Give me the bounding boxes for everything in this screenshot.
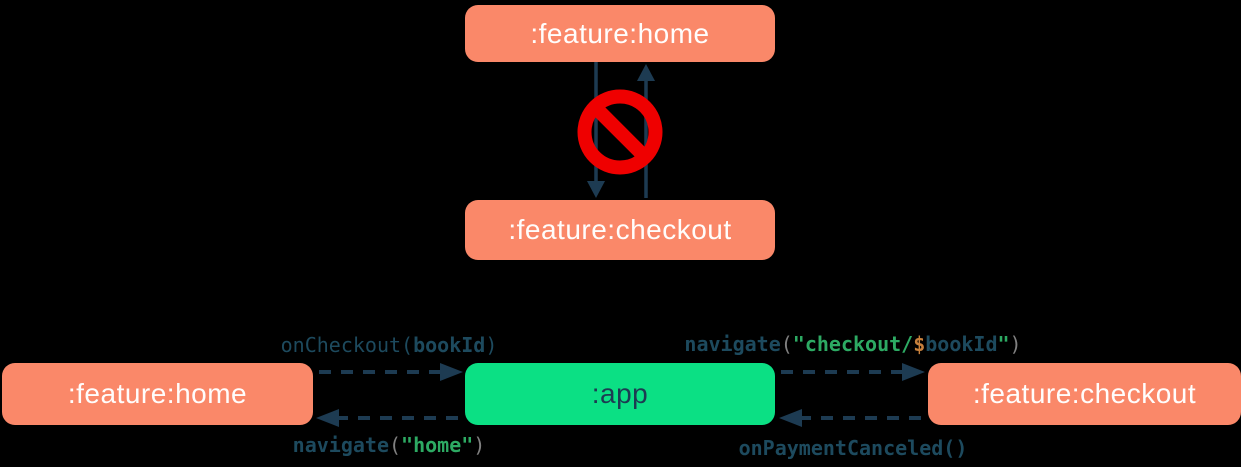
arrow-checkout-to-home xyxy=(637,64,655,198)
code-string: "checkout/ xyxy=(792,332,914,356)
label-onpaymentcanceled: onPaymentCanceled() xyxy=(623,435,1083,461)
bottom-app-label: :app xyxy=(591,378,649,409)
bottom-feature-home-label: :feature:home xyxy=(67,378,248,409)
code-template-dollar: $ xyxy=(913,332,926,356)
arrow-home-to-app xyxy=(319,363,463,381)
label-navigate-home: navigate("home") xyxy=(189,432,589,458)
arrow-checkout-to-app xyxy=(779,409,921,427)
code-template-var: bookId xyxy=(925,332,998,356)
label-navigate-checkout: navigate("checkout/$bookId") xyxy=(623,331,1083,357)
code-paren: ( xyxy=(388,433,402,457)
code-arg: bookId xyxy=(413,333,486,357)
code-string: "home" xyxy=(401,433,474,457)
code-fn: onCheckout xyxy=(280,333,402,357)
bottom-feature-checkout-label: :feature:checkout xyxy=(972,378,1197,409)
top-feature-home-box: :feature:home xyxy=(465,5,775,62)
code-paren: ) xyxy=(485,333,498,357)
code-paren: ( xyxy=(401,333,414,357)
code-paren: ) xyxy=(473,433,486,457)
label-oncheckout: onCheckout(bookId) xyxy=(189,332,589,358)
code-paren: ) xyxy=(1009,332,1022,356)
arrow-app-to-checkout xyxy=(781,363,925,381)
top-feature-checkout-label: :feature:checkout xyxy=(508,214,732,245)
code-fn: navigate xyxy=(684,332,781,356)
top-feature-home-label: :feature:home xyxy=(530,17,710,49)
code-paren: () xyxy=(943,436,968,460)
code-fn: navigate xyxy=(292,433,389,457)
code-string: " xyxy=(997,332,1010,356)
bottom-app-box: :app xyxy=(465,363,775,425)
no-entry-icon xyxy=(577,89,663,175)
code-fn: onPaymentCanceled xyxy=(738,436,944,460)
arrow-app-to-home xyxy=(316,409,458,427)
code-paren: ( xyxy=(780,332,793,356)
bottom-feature-home-box: :feature:home xyxy=(2,363,313,425)
bottom-feature-checkout-box: :feature:checkout xyxy=(928,363,1241,425)
top-feature-checkout-box: :feature:checkout xyxy=(465,200,775,260)
